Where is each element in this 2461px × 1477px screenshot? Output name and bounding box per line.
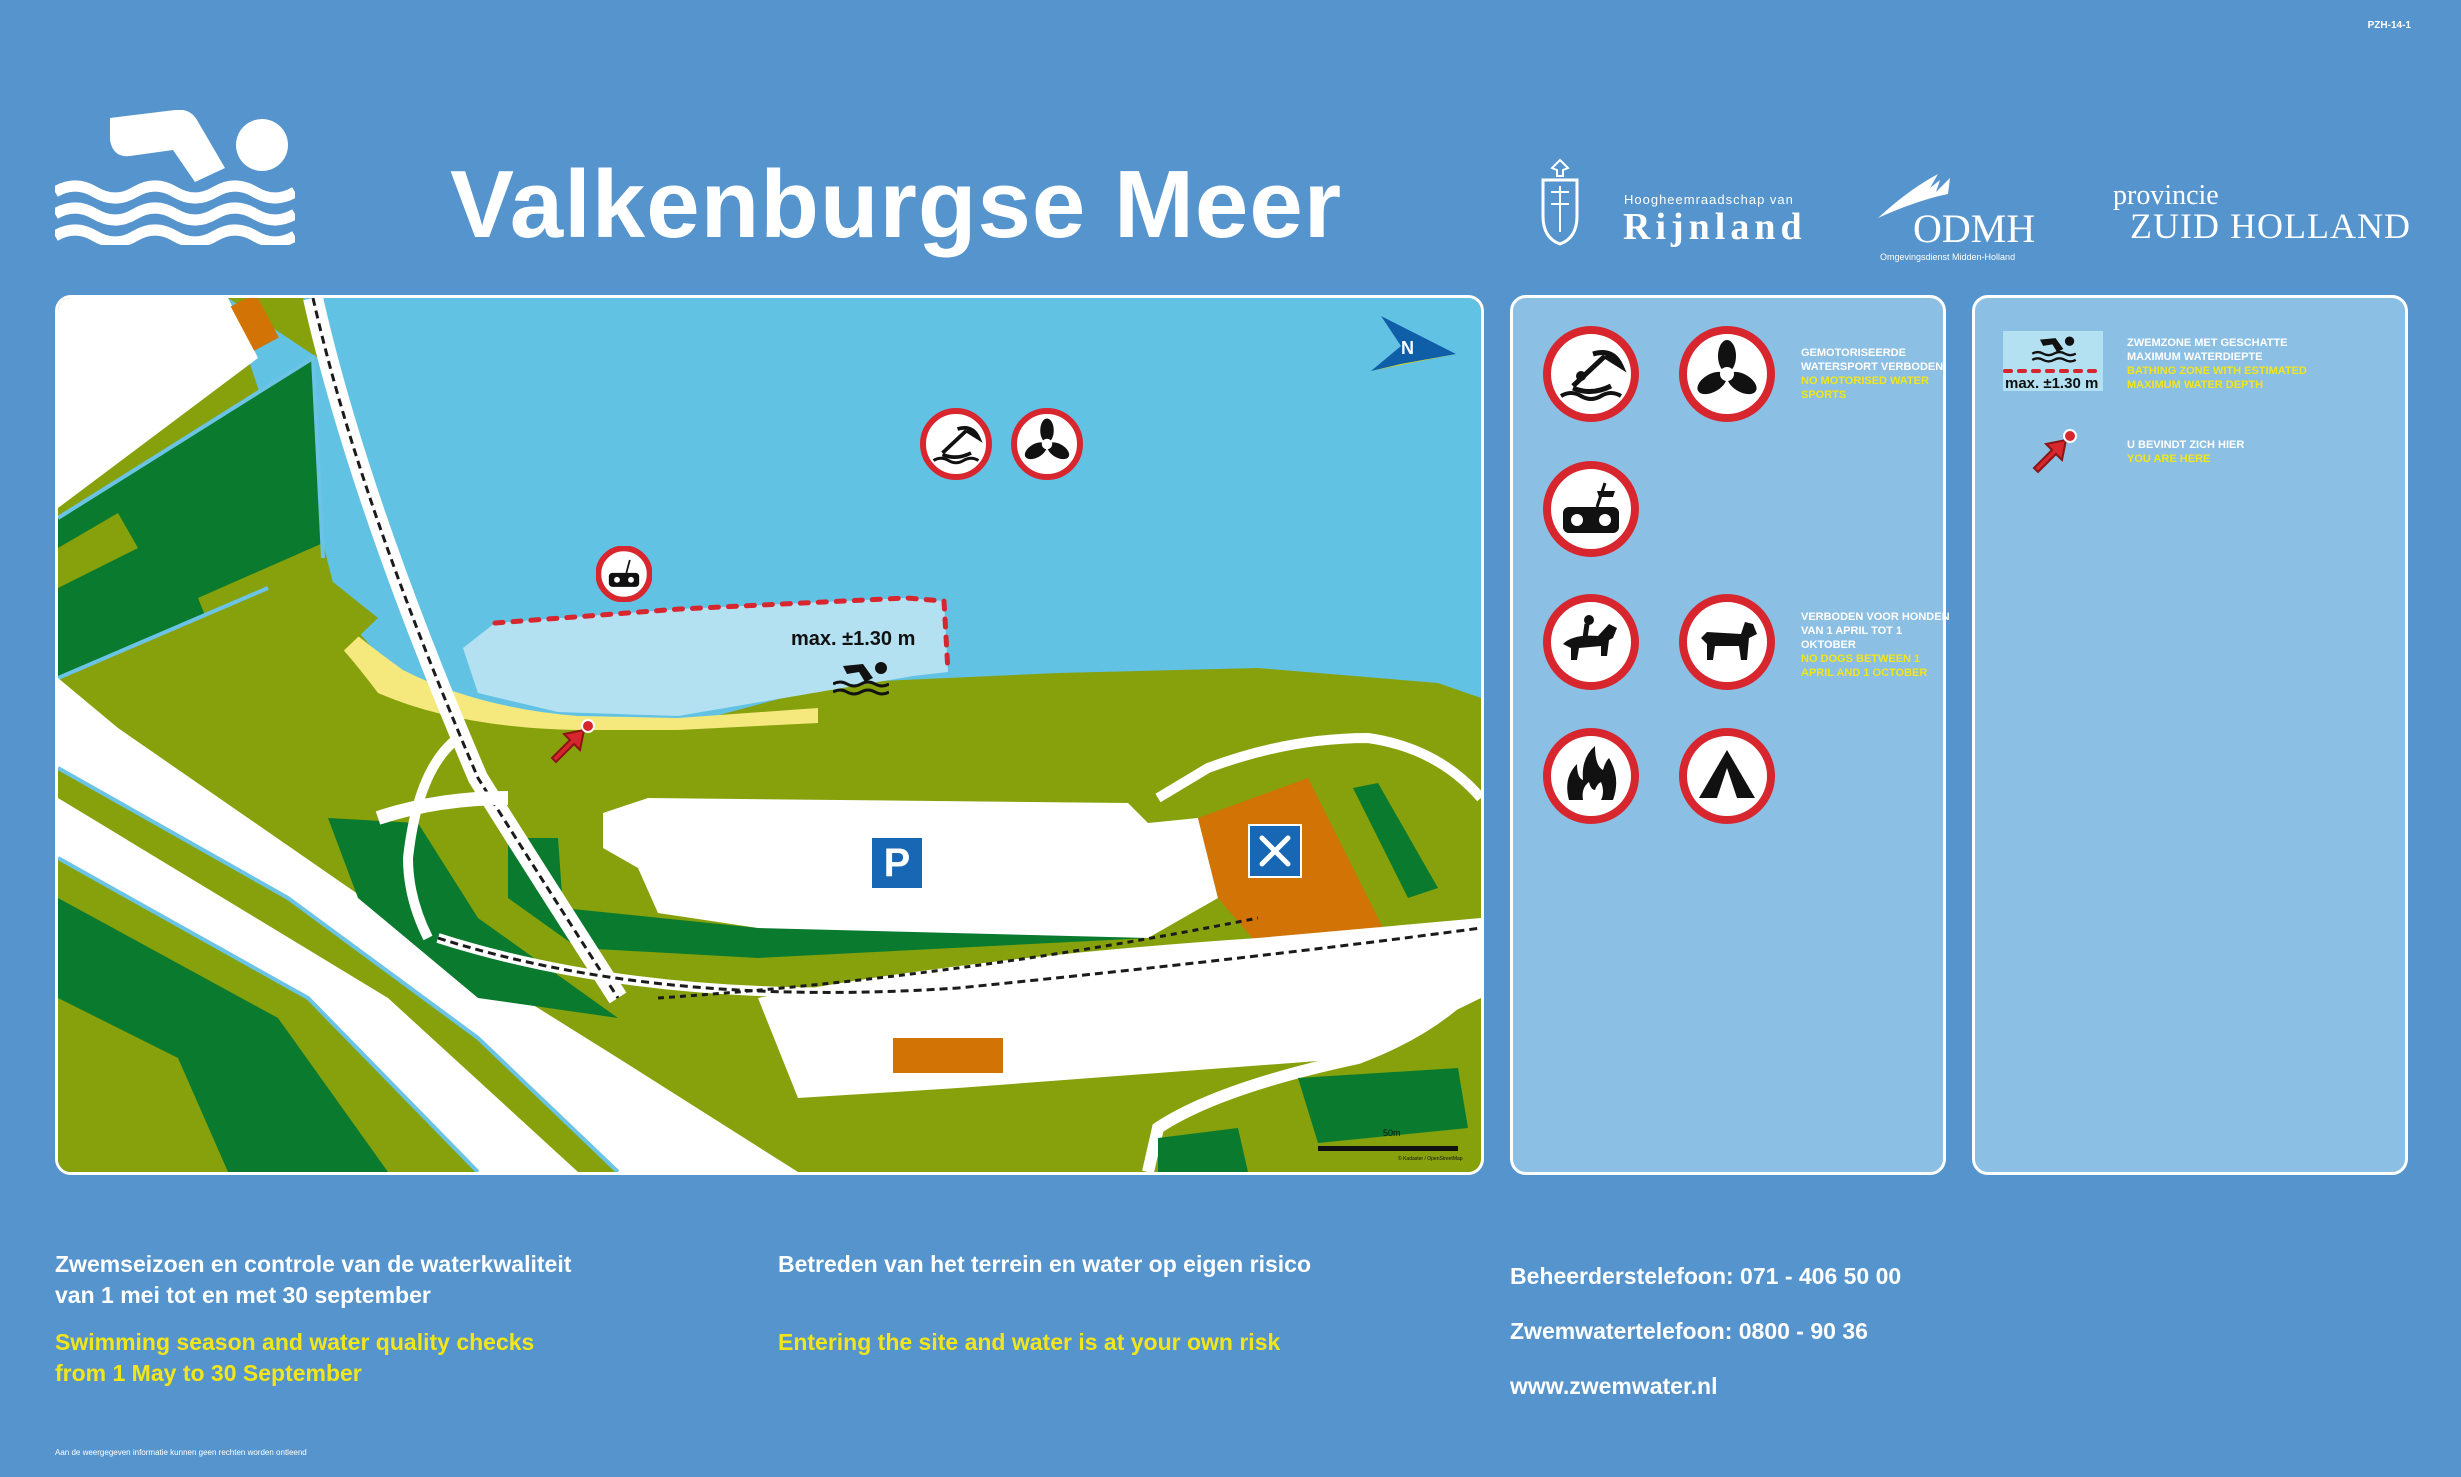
disclaimer: Aan de weergegeven informatie kunnen gee…	[55, 1448, 307, 1457]
rijnland-name: Rijnland	[1623, 206, 1807, 248]
kitesurf-prohibited-icon	[1543, 326, 1639, 422]
site-map: N max. ±1.30 m P 50m © Kadaster / OpenSt…	[55, 295, 1484, 1175]
website-link[interactable]: www.zwemwater.nl	[1510, 1373, 1718, 1399]
risk-nl: Betreden van het terrein en water op eig…	[778, 1251, 1311, 1277]
scale-label: 50m	[1383, 1128, 1401, 1138]
odmh-subtitle: Omgevingsdienst Midden-Holland	[1880, 252, 2016, 262]
motor-rule-nl: GEMOTORISEERDE WATERSPORT VERBODEN	[1801, 347, 1944, 373]
swimmer-logo-icon	[55, 110, 295, 245]
page-title: Valkenburgse Meer	[450, 151, 1343, 258]
season-en-line1: Swimming season and water quality checks	[55, 1329, 535, 1355]
rc-boat-prohibited-icon	[1543, 461, 1639, 557]
map-motorboat-prohibited-icon	[1011, 408, 1083, 480]
map-drawing	[58, 298, 1481, 1172]
water-phone: Zwemwatertelefoon: 0800 - 90 36	[1510, 1318, 1868, 1344]
map-copyright: © Kadaster / OpenStreetMap	[1398, 1156, 1463, 1162]
zone-legend-en: BATHING ZONE WITH ESTIMATED MAXIMUM WATE…	[2127, 365, 2307, 391]
restaurant-icon	[1248, 824, 1302, 878]
bathing-zone-legend: max. ±1.30 m	[2003, 331, 2103, 392]
legend-swimmer-icon	[2031, 336, 2077, 363]
season-nl-line2: van 1 mei tot en met 30 september	[55, 1282, 431, 1308]
dog-rule-nl: VERBODEN VOOR HONDEN VAN 1 APRIL TOT 1 O…	[1801, 611, 1950, 651]
pzh-line2: ZUID HOLLAND	[2130, 206, 2411, 246]
dog-rule-text: VERBODEN VOOR HONDEN VAN 1 APRIL TOT 1 O…	[1801, 610, 1951, 680]
map-you-are-here-icon	[550, 719, 595, 764]
zone-legend-text: ZWEMZONE MET GESCHATTE MAXIMUM WATERDIEP…	[2127, 336, 2327, 392]
north-arrow-icon: N	[1371, 316, 1456, 371]
horse-prohibited-icon	[1543, 594, 1639, 690]
map-rc-boat-prohibited-icon	[596, 546, 652, 602]
legend-dashed-border-icon	[2003, 369, 2103, 373]
odmh-mountain-icon	[1878, 174, 1950, 218]
here-legend-text: U BEVINDT ZICH HIER YOU ARE HERE	[2127, 438, 2327, 466]
motorboat-prohibited-icon	[1679, 326, 1775, 422]
rijnland-crest-icon	[1541, 158, 1579, 246]
fire-prohibited-icon	[1543, 728, 1639, 824]
here-legend-nl: U BEVINDT ZICH HIER	[2127, 439, 2245, 451]
parking-icon: P	[870, 836, 924, 890]
zone-legend-nl: ZWEMZONE MET GESCHATTE MAXIMUM WATERDIEP…	[2127, 337, 2288, 363]
season-en-line2: from 1 May to 30 September	[55, 1360, 362, 1386]
dog-prohibited-icon	[1679, 594, 1775, 690]
pzh-line1: provincie	[2113, 180, 2219, 211]
legend-depth-label: max. ±1.30 m	[2005, 375, 2099, 392]
svg-text:N: N	[1401, 338, 1414, 358]
map-swimmer-icon	[833, 662, 889, 696]
legend-panel: max. ±1.30 m ZWEMZONE MET GESCHATTE MAXI…	[1972, 295, 2408, 1175]
manager-phone: Beheerderstelefoon: 071 - 406 50 00	[1510, 1263, 1902, 1289]
risk-info: Betreden van het terrein en water op eig…	[778, 1249, 1311, 1358]
odmh-name: ODMH	[1913, 206, 2036, 251]
rijnland-subtitle: Hoogheemraadschap van	[1624, 192, 1794, 207]
motor-rule-text: GEMOTORISEERDE WATERSPORT VERBODEN NO MO…	[1801, 346, 1951, 402]
here-legend-en: YOU ARE HERE	[2127, 453, 2211, 465]
dog-rule-en: NO DOGS BETWEEN 1 APRIL AND 1 OCTOBER	[1801, 653, 1928, 679]
camping-prohibited-icon	[1679, 728, 1775, 824]
legend-you-are-here-icon	[2032, 429, 2077, 474]
motor-rule-en: NO MOTORISED WATER SPORTS	[1801, 375, 1929, 401]
season-info: Zwemseizoen en controle van de waterkwal…	[55, 1249, 571, 1389]
risk-en: Entering the site and water is at your o…	[778, 1329, 1281, 1355]
season-nl-line1: Zwemseizoen en controle van de waterkwal…	[55, 1251, 572, 1277]
map-kitesurf-prohibited-icon	[920, 408, 992, 480]
contact-info: Beheerderstelefoon: 071 - 406 50 00 Zwem…	[1510, 1249, 1901, 1414]
rules-panel: GEMOTORISEERDE WATERSPORT VERBODEN NO MO…	[1510, 295, 1950, 1175]
sign-code: PZH-14-1	[2367, 20, 2411, 31]
map-depth-label: max. ±1.30 m	[791, 628, 916, 650]
